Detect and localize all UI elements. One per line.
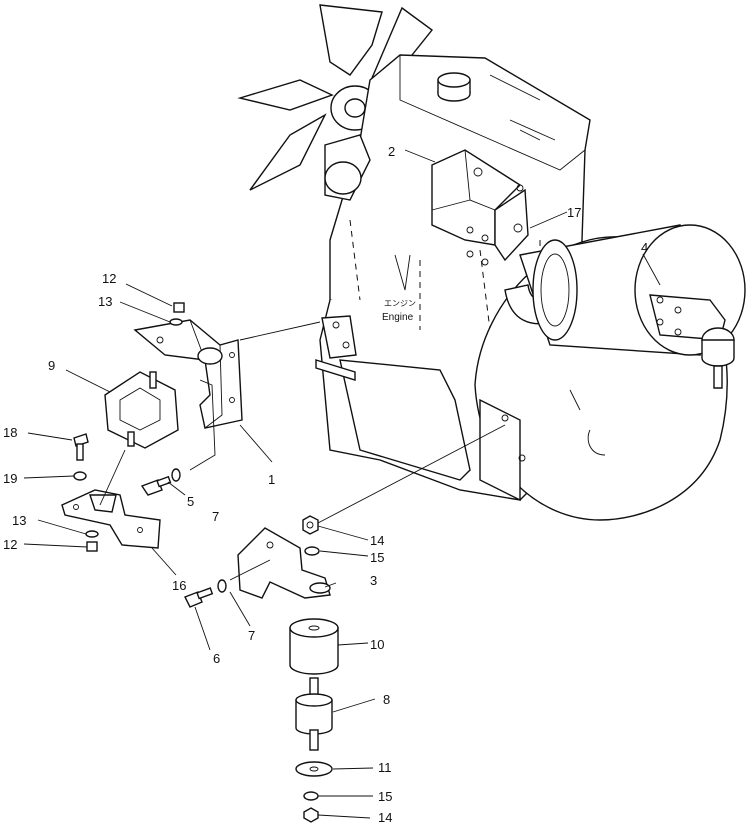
nut-12-upper — [173, 302, 185, 313]
callout-18: 18 — [3, 425, 17, 440]
bolt-18 — [73, 433, 89, 461]
mount-rubber-8 — [295, 677, 333, 751]
callout-13a: 13 — [98, 294, 112, 309]
bracket-4 — [649, 294, 735, 389]
callout-4: 4 — [641, 240, 648, 255]
bracket-part-16 — [61, 489, 161, 549]
washer-7-lower — [217, 579, 227, 593]
callout-6: 6 — [213, 651, 220, 666]
nut-14-lower — [303, 807, 319, 823]
callout-12a: 12 — [102, 271, 116, 286]
callout-2: 2 — [388, 144, 395, 159]
washer-7-upper — [171, 468, 181, 482]
bracket-2 — [431, 149, 529, 266]
bracket-part-3 — [237, 527, 331, 599]
callout-5: 5 — [187, 494, 194, 509]
washer-19 — [73, 471, 87, 481]
oil-filler-cap — [437, 72, 471, 102]
washer-11 — [295, 761, 333, 777]
engine-assembly — [237, 4, 746, 521]
mount-rubber-9 — [104, 371, 179, 449]
callout-11: 11 — [378, 760, 392, 775]
bolt-6 — [184, 587, 214, 608]
callout-12b: 12 — [3, 537, 17, 552]
nut-14-upper — [302, 515, 319, 535]
washer-13-lower — [85, 530, 99, 538]
bracket-part-1 — [133, 319, 243, 429]
callout-7a: 7 — [212, 509, 219, 524]
washer-13-upper — [169, 318, 183, 326]
callout-8: 8 — [383, 692, 390, 707]
callout-14a: 14 — [370, 533, 384, 548]
washer-15-lower — [303, 791, 319, 801]
callout-17: 17 — [567, 205, 581, 220]
leader-lines — [23, 149, 661, 819]
callout-7b: 7 — [248, 628, 255, 643]
washer-15-upper — [304, 546, 320, 556]
nut-12-lower — [86, 541, 98, 552]
callout-labels: 1 2 3 4 5 6 7 7 8 9 10 11 12 12 13 13 14… — [3, 144, 648, 824]
callout-1: 1 — [268, 472, 275, 487]
callout-19: 19 — [3, 471, 17, 486]
callout-15a: 15 — [370, 550, 384, 565]
engine-label-en: Engine — [382, 312, 414, 323]
callout-3: 3 — [370, 573, 377, 588]
callout-10: 10 — [370, 637, 384, 652]
engine-label-jp: エンジン — [384, 299, 416, 308]
spacer-10 — [289, 618, 339, 675]
callout-15b: 15 — [378, 789, 392, 804]
callout-16: 16 — [172, 578, 186, 593]
callout-9: 9 — [48, 358, 55, 373]
callout-13b: 13 — [12, 513, 26, 528]
callout-14b: 14 — [378, 810, 392, 824]
bolt-5 — [140, 475, 172, 496]
